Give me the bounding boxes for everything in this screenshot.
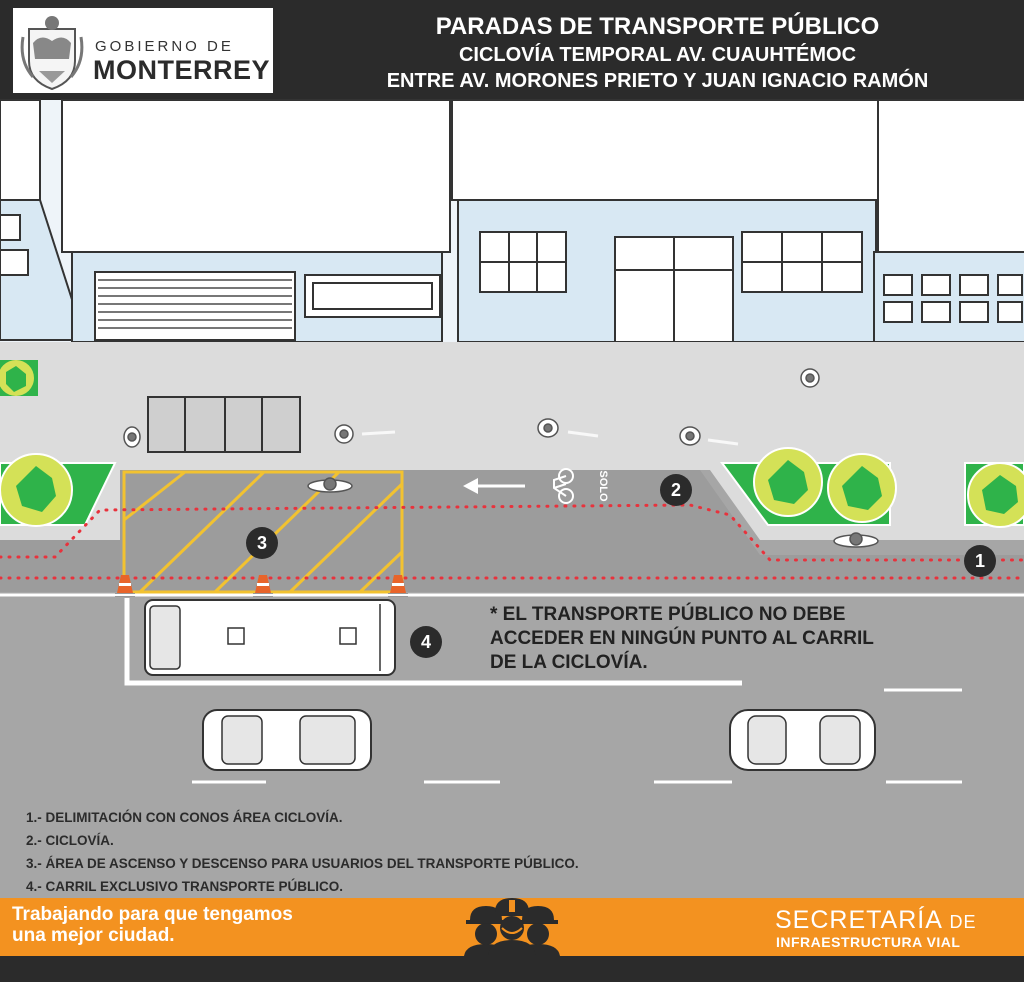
cyclists [307, 477, 879, 548]
pedestrians [123, 368, 820, 448]
note-line-1: * EL TRANSPORTE PÚBLICO NO DEBE [490, 604, 846, 625]
shield-seal-icon [20, 16, 84, 91]
arrow-left-icon [463, 478, 525, 494]
page-title: PARADAS DE TRANSPORTE PÚBLICO [435, 13, 880, 40]
legend-item: 4.- CARRIL EXCLUSIVO TRANSPORTE PÚBLICO. [26, 879, 344, 894]
marker-4: 4 [410, 626, 442, 658]
building-center [451, 99, 885, 343]
note-line-3: DE LA CICLOVÍA. [490, 652, 648, 673]
building-garage [61, 99, 451, 343]
bus [144, 599, 396, 676]
note-line-2: ACCEDER EN NINGÚN PUNTO AL CARRIL [490, 628, 874, 649]
page-subtitle-2: ENTRE AV. MORONES PRIETO Y JUAN IGNACIO … [386, 70, 929, 92]
legend-item: 2.- CICLOVÍA. [26, 833, 114, 848]
building-right [873, 99, 1024, 343]
cone-delimitation [0, 503, 1024, 580]
lane-dashes [192, 688, 962, 784]
marker-1: 1 [964, 545, 996, 577]
bicycle-icon [553, 468, 574, 504]
page-subtitle-1: CICLOVÍA TEMPORAL AV. CUAUHTÉMOC [458, 44, 857, 66]
bike-marking-text: SOLO [597, 470, 609, 502]
secretaria-text: SECRETARÍA [775, 906, 942, 934]
logo: GOBIERNO DE MONTERREY [13, 8, 273, 93]
legend-item: 1.- DELIMITACIÓN CON CONOS ÁREA CICLOVÍA… [26, 810, 343, 825]
car-left [202, 709, 372, 771]
bike-lane [0, 470, 1024, 592]
car-right [729, 709, 876, 771]
logo-top-text: GOBIERNO DE [95, 38, 234, 55]
warning-note: * EL TRANSPORTE PÚBLICO NO DEBE ACCEDER … [490, 603, 960, 675]
header-titles: PARADAS DE TRANSPORTE PÚBLICO CICLOVÍA T… [300, 12, 1015, 94]
legend: 1.- DELIMITACIÓN CON CONOS ÁREA CICLOVÍA… [26, 806, 579, 898]
department-label: INFRAESTRUCTURA VIAL [776, 934, 961, 950]
marker-3: 3 [246, 527, 278, 559]
hardhat-workers-icon [464, 898, 560, 956]
bus-lane-marking [124, 598, 742, 686]
slogan: Trabajando para que tengamos una mejor c… [12, 904, 293, 946]
secretaria-label: SECRETARÍA DE [775, 906, 977, 935]
slogan-line-1: Trabajando para que tengamos [12, 904, 293, 925]
secretaria-de-text: DE [949, 912, 977, 932]
bus-shelter [147, 396, 301, 453]
slogan-line-2: una mejor ciudad. [12, 925, 175, 946]
legend-item: 3.- ÁREA DE ASCENSO Y DESCENSO PARA USUA… [26, 856, 579, 871]
footer-bottom-band [0, 956, 1024, 982]
logo-main-text: MONTERREY [93, 55, 271, 85]
trees [0, 360, 1024, 528]
marker-2: 2 [660, 474, 692, 506]
